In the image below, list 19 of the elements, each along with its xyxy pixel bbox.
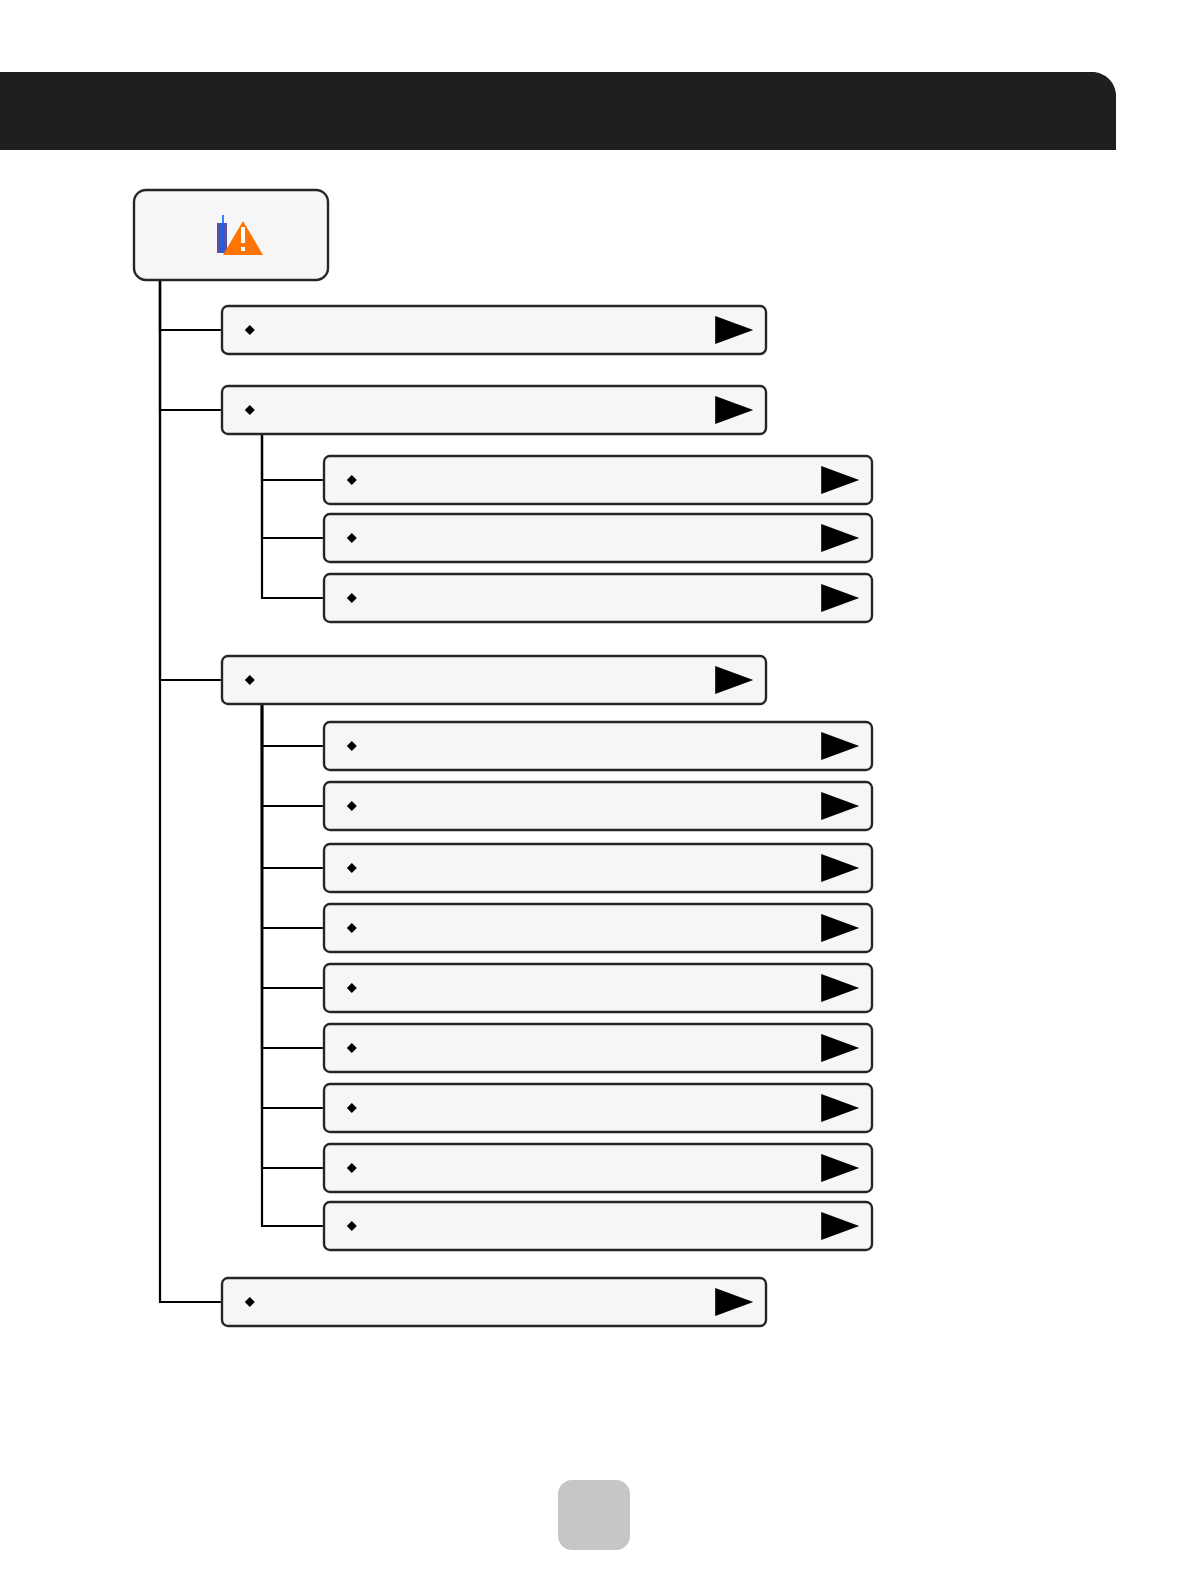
menu-item-box (322, 572, 874, 624)
menu-item-box (322, 780, 874, 832)
connector-line (260, 435, 323, 600)
menu-item-box (322, 902, 874, 954)
menu-item-box (220, 304, 768, 356)
menu-root-box (132, 188, 330, 282)
menu-item-box (322, 1082, 874, 1134)
menu-item-box (322, 1022, 874, 1074)
menu-item-box (322, 720, 874, 772)
menu-item-box (220, 384, 768, 436)
menu-item-box (322, 1200, 874, 1252)
menu-item-box (322, 512, 874, 564)
menu-item-box (322, 962, 874, 1014)
menu-item-box (220, 1276, 768, 1328)
menu-item-box (322, 842, 874, 894)
menu-item-box (322, 1142, 874, 1194)
menu-item-box (220, 654, 768, 706)
menu-item-box (322, 454, 874, 506)
connector-line (158, 281, 221, 1304)
